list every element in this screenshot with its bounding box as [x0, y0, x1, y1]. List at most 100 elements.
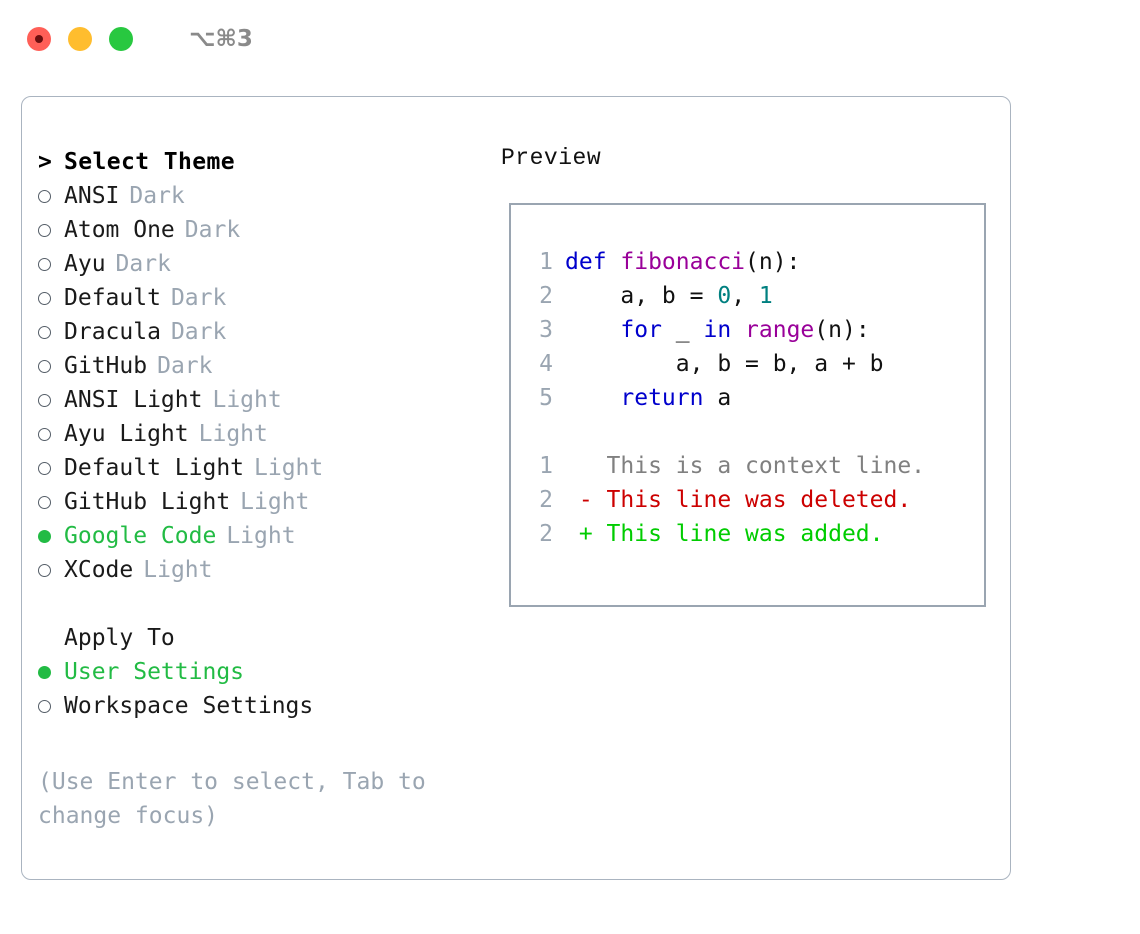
theme-kind-label: Dark [170, 285, 227, 311]
code-line-number: 5 [539, 385, 553, 411]
diff-line-number: 2 [539, 487, 553, 513]
code-token: 0 [717, 283, 732, 309]
radio-unselected-icon [38, 251, 64, 277]
radio-dot [38, 700, 51, 713]
code-token: fibonacci [620, 249, 746, 275]
code-token: , [731, 283, 759, 309]
title-bar: ⌥⌘3 [0, 0, 1140, 78]
theme-kind-label: Dark [115, 251, 171, 277]
radio-dot [38, 360, 51, 373]
code-token: def [565, 249, 621, 275]
radio-unselected-icon [38, 217, 64, 243]
maximize-button[interactable] [109, 27, 133, 51]
diff-line: 2 + This line was added. [523, 517, 978, 551]
radio-dot [38, 258, 51, 271]
apply-to-item[interactable]: User Settings [38, 655, 488, 689]
apply-to-heading: Apply To [38, 621, 488, 655]
radio-dot [38, 190, 51, 203]
theme-name-label: Default [64, 285, 161, 311]
code-token: for [620, 317, 662, 343]
apply-to-label: Workspace Settings [64, 693, 314, 719]
theme-list-item[interactable]: Default Dark [38, 281, 488, 315]
theme-list-item[interactable]: XCode Light [38, 553, 488, 587]
theme-kind-label: Light [226, 523, 296, 549]
theme-kind-label: Light [212, 387, 282, 413]
code-token: (n): [814, 317, 870, 343]
theme-name-label: ANSI [64, 183, 120, 209]
theme-kind-label: Light [143, 557, 213, 583]
diff-line: 1 This is a context line. [523, 449, 978, 483]
radio-dot [38, 530, 51, 543]
radio-selected-icon [38, 523, 64, 549]
apply-to-heading-label: Apply To [64, 625, 175, 651]
code-line: 1 def fibonacci(n): [523, 245, 978, 279]
radio-dot [38, 428, 51, 441]
diff-line: 2 - This line was deleted. [523, 483, 978, 517]
radio-unselected-icon [38, 285, 64, 311]
radio-dot [38, 462, 51, 475]
diff-line-text: + This line was added. [565, 521, 884, 547]
radio-dot [38, 496, 51, 509]
theme-name-label: Ayu Light [64, 421, 189, 447]
theme-list-item[interactable]: Default Light Light [38, 451, 488, 485]
code-token: (n): [745, 249, 801, 275]
theme-name-label: Dracula [64, 319, 161, 345]
theme-kind-label: Dark [184, 217, 241, 243]
code-line: 5 return a [523, 381, 978, 415]
code-line-number: 4 [539, 351, 553, 377]
select-theme-heading: > Select Theme [38, 145, 488, 179]
code-token: a, b = b, a + b [565, 351, 884, 377]
minimize-button[interactable] [68, 27, 92, 51]
radio-dot [38, 564, 51, 577]
traffic-lights [27, 27, 133, 51]
apply-to-item[interactable]: Workspace Settings [38, 689, 488, 723]
theme-kind-label: Light [198, 421, 268, 447]
radio-unselected-icon [38, 455, 64, 481]
theme-list-item[interactable]: Ayu Light Light [38, 417, 488, 451]
radio-unselected-icon [38, 387, 64, 413]
code-line-number: 3 [539, 317, 553, 343]
code-line: 4 a, b = b, a + b [523, 347, 978, 381]
code-token [731, 317, 745, 343]
keyboard-hint-text: (Use Enter to select, Tab to change focu… [38, 769, 440, 829]
radio-unselected-icon [38, 319, 64, 345]
code-line: 2 a, b = 0, 1 [523, 279, 978, 313]
code-token: in [703, 317, 732, 343]
preview-title: Preview [501, 145, 602, 171]
radio-unselected-icon [38, 353, 64, 379]
theme-kind-label: Light [254, 455, 324, 481]
radio-unselected-icon [38, 557, 64, 583]
theme-name-label: Default Light [64, 455, 245, 481]
code-token: return [620, 385, 704, 411]
theme-name-label: GitHub Light [64, 489, 231, 515]
diff-line-text: - This line was deleted. [565, 487, 912, 513]
code-blank-line [523, 415, 978, 449]
radio-dot [38, 326, 51, 339]
code-token: 1 [758, 283, 773, 309]
diff-line-text: This is a context line. [565, 453, 926, 479]
theme-list-item[interactable]: ANSI Light Light [38, 383, 488, 417]
radio-unselected-icon [38, 693, 64, 719]
theme-kind-label: Dark [170, 319, 227, 345]
close-button[interactable] [27, 27, 51, 51]
theme-kind-label: Light [240, 489, 310, 515]
theme-name-label: XCode [64, 557, 134, 583]
radio-unselected-icon [38, 421, 64, 447]
theme-name-label: ANSI Light [64, 387, 203, 413]
code-line-number: 1 [539, 249, 553, 275]
theme-list-item[interactable]: GitHub Light Light [38, 485, 488, 519]
apply-to-label: User Settings [64, 659, 245, 685]
radio-dot [38, 224, 51, 237]
theme-list-item[interactable]: Dracula Dark [38, 315, 488, 349]
